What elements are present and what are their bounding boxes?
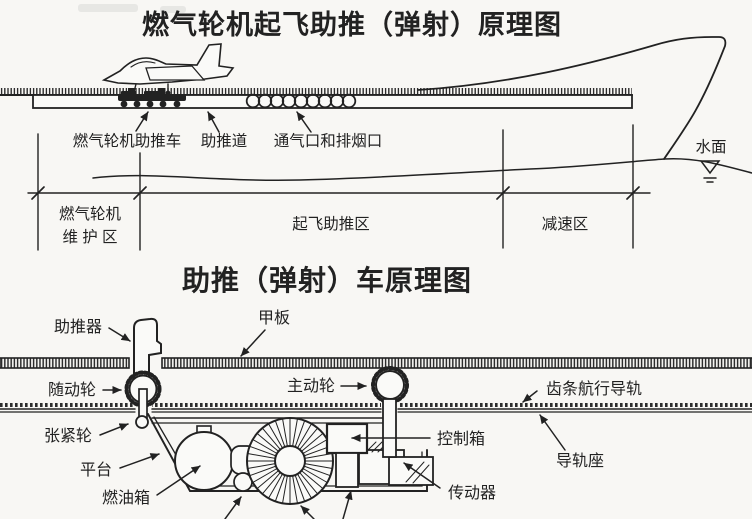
label-control-box: 控制箱: [437, 430, 485, 448]
label-deck: 甲板: [258, 309, 290, 327]
water-level-symbol: [699, 160, 721, 183]
gas-turbine: [246, 417, 334, 505]
label-boost-cart: 燃气轮机助推车: [73, 132, 182, 150]
label-transmission: 传动器: [448, 484, 496, 502]
label-zone-decel: 减速区: [542, 215, 589, 233]
label-boost-track: 助推道: [201, 132, 248, 150]
label-platform: 平台: [80, 461, 112, 479]
deck-band-left: [0, 357, 130, 369]
drive-wheel: [371, 366, 409, 404]
lower-leaders: [99, 327, 566, 519]
aircraft: [101, 43, 235, 96]
label-vents: 通气口和排烟口: [274, 132, 383, 150]
waterline: [92, 157, 752, 181]
vent-holes: [245, 93, 357, 109]
label-drive-wheel: 主动轮: [287, 377, 335, 395]
upper-title: 燃气轮机起飞助推（弹射）原理图: [142, 10, 562, 40]
boost-cart-silhouette: [118, 88, 186, 108]
label-zone-maintenance-2: 维 护 区: [62, 228, 117, 246]
label-zone-maintenance-1: 燃气轮机: [59, 205, 122, 223]
deck-hatch-strip: [0, 88, 632, 95]
upper-leaders: [135, 111, 312, 133]
drive-shaft: [382, 398, 397, 458]
ship-bow-outline: [417, 36, 727, 160]
deck-band-right: [161, 357, 752, 369]
label-booster: 助推器: [54, 318, 102, 336]
label-follower-wheel: 随动轮: [48, 381, 96, 399]
label-rail-seat: 导轨座: [556, 452, 604, 470]
follower-link: [138, 388, 148, 420]
label-tension-wheel: 张紧轮: [44, 427, 92, 445]
lower-diagram: 助推（弹射）车原理图: [0, 264, 752, 519]
lower-title: 助推（弹射）车原理图: [182, 264, 472, 296]
tension-wheel: [135, 415, 149, 429]
aux-box: [335, 452, 359, 488]
scan-artifact: [78, 4, 186, 13]
rack-rail: [0, 403, 752, 413]
label-water-surface: 水面: [695, 138, 726, 156]
fuel-tank: [174, 425, 234, 491]
label-rack-rail: 齿条航行导轨: [546, 380, 642, 398]
transmission-assembly: [358, 441, 434, 486]
zone-dividers: [27, 124, 651, 251]
label-fuel-tank: 燃油箱: [102, 489, 150, 507]
label-zone-boost: 起飞助推区: [292, 215, 370, 233]
upper-diagram: 燃气轮机起飞助推（弹射）原理图 水面: [0, 10, 752, 251]
